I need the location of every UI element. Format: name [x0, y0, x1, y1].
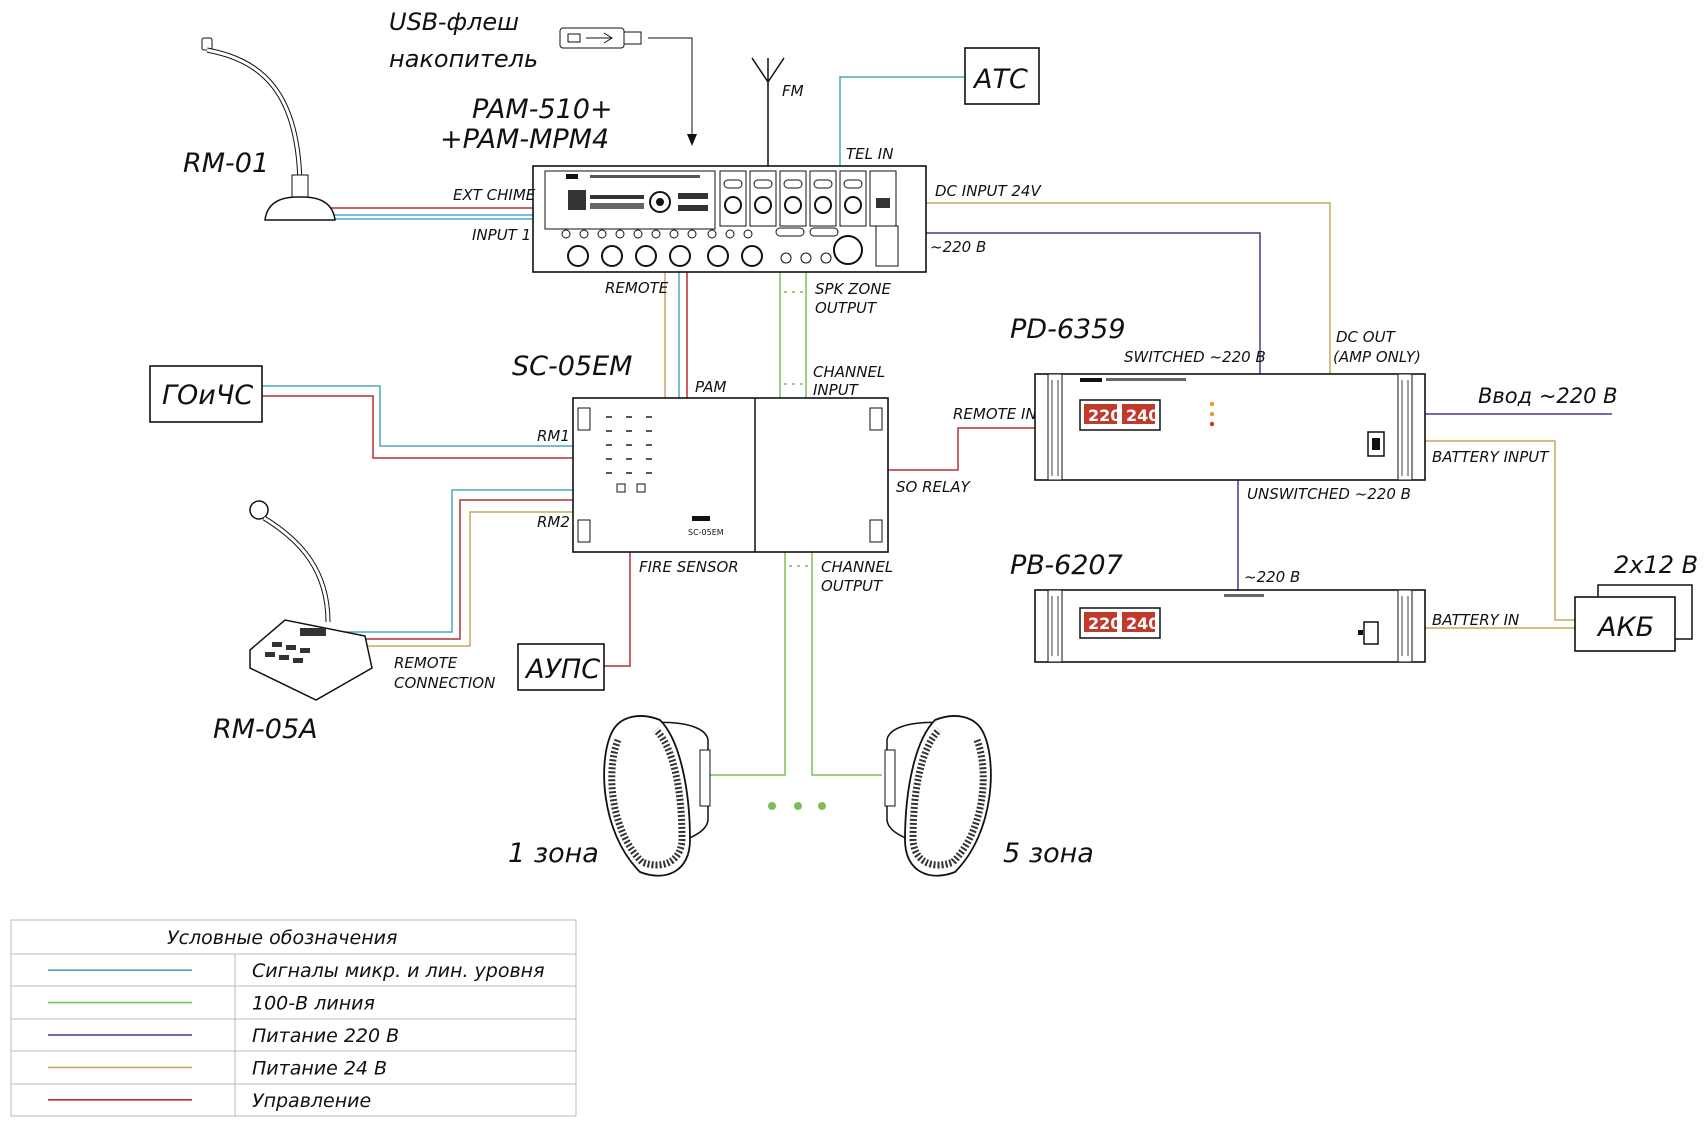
pd-6359-power-unit — [1034, 373, 1426, 481]
aups-label: АУПС — [524, 654, 600, 685]
port-pam: PAM — [695, 378, 727, 396]
sc05em-plate: SC-05EM — [688, 528, 724, 537]
port-ext-chime: EXT CHIME — [453, 186, 536, 204]
rm05a-label: RM-05A — [213, 714, 318, 745]
akb-battery-box — [1574, 584, 1693, 652]
legend-label: Управление — [252, 1090, 371, 1112]
usb-arrow — [648, 37, 693, 140]
port-input1: INPUT 1 — [472, 226, 531, 244]
legend-rows: Сигналы микр. и лин. уровня 100-В линияПи… — [48, 960, 545, 1112]
fm-antenna-icon — [751, 57, 785, 166]
akb-label: АКБ — [1596, 612, 1654, 643]
legend-title: Условные обозначения — [167, 927, 397, 949]
speaker-zone5-icon — [884, 715, 992, 877]
port-channel-in-1: CHANNEL — [813, 363, 885, 381]
wire-fire — [604, 552, 631, 667]
legend-label: 100-В линия — [252, 993, 375, 1015]
port-tel-in: TEL IN — [846, 145, 893, 163]
usb-label-1: USB-флеш — [389, 8, 519, 36]
port-remote-conn-2: CONNECTION — [394, 674, 495, 692]
pam-label-1: PAM-510+ — [472, 94, 613, 125]
ats-box — [964, 47, 1040, 105]
wire-goichs-ctl — [262, 395, 573, 459]
wire-so-relay — [888, 427, 1035, 471]
rm01-microphone — [201, 37, 336, 221]
pb-display-a: 240 — [1126, 614, 1159, 633]
port-so-relay: SO RELAY — [896, 478, 972, 496]
legend — [10, 919, 577, 1117]
wires — [262, 37, 1612, 776]
port-switched: SWITCHED ~220 В — [1124, 348, 1266, 366]
port-dc-input: DC INPUT 24V — [935, 182, 1042, 200]
wire-rm05-ctl — [348, 499, 573, 640]
wire-ch-out-1 — [708, 552, 786, 776]
port-ac220-pam: ~220 В — [930, 238, 986, 256]
wire-ats-tel — [839, 76, 965, 166]
aups-box — [517, 643, 605, 691]
port-channel-out-1: CHANNEL — [821, 558, 893, 576]
akb-qty-label: 2x12 В — [1614, 551, 1698, 579]
pd-display-a: 240 — [1126, 406, 1159, 425]
wire-220-pam — [926, 232, 1261, 374]
legend-label: Питание 24 В — [252, 1057, 387, 1079]
port-remote: REMOTE — [605, 279, 669, 297]
port-rm2: RM2 — [537, 513, 570, 531]
speaker-ellipsis — [768, 802, 826, 810]
wire-rm05-pwr — [356, 511, 573, 647]
port-battery-input: BATTERY INPUT — [1432, 448, 1550, 466]
port-ac220-pb: ~220 В — [1244, 568, 1300, 586]
usb-arrow-head — [687, 134, 697, 146]
port-spk-zone-2: OUTPUT — [815, 299, 878, 317]
legend-label: Питание 220 В — [252, 1025, 399, 1047]
pb-6207-battery-charger — [1034, 589, 1426, 663]
port-remote-conn-1: REMOTE — [394, 654, 458, 672]
pam-label-2: +PAM-MPM4 — [440, 124, 609, 155]
wire-rm05-sig — [340, 489, 573, 633]
port-channel-in-2: INPUT — [813, 381, 860, 399]
pb6207-label: PB-6207 — [1010, 550, 1123, 581]
port-fire-sensor: FIRE SENSOR — [639, 558, 739, 576]
port-remote-in: REMOTE IN — [953, 405, 1037, 423]
legend-label: Сигналы микр. и лин. уровня — [252, 960, 545, 982]
sc-05em-device — [572, 397, 889, 553]
goichs-label: ГОиЧС — [162, 380, 253, 411]
pd-display-v: 220 — [1088, 406, 1121, 425]
usb-flash-icon — [559, 27, 642, 49]
fm-label: FM — [782, 82, 804, 100]
wire-goichs-sig — [262, 385, 573, 447]
usb-label-2: накопитель — [389, 45, 538, 73]
vvod-label: Ввод ~220 В — [1478, 384, 1618, 408]
port-rm1: RM1 — [537, 427, 570, 445]
pb-display-v: 220 — [1088, 614, 1121, 633]
wire-dc24 — [926, 202, 1331, 374]
port-dc-out-2: (AMP ONLY) — [1333, 348, 1421, 366]
zone5-label: 5 зона — [1003, 838, 1094, 869]
pd6359-label: PD-6359 — [1010, 314, 1126, 345]
rm05a-console — [249, 500, 373, 701]
port-spk-zone-1: SPK ZONE — [815, 280, 891, 298]
zone1-label: 1 зона — [508, 838, 599, 869]
port-dc-out-1: DC OUT — [1336, 328, 1397, 346]
speaker-zone1-icon — [603, 715, 711, 877]
sc05em-label: SC-05EM — [512, 351, 632, 382]
port-battery-in: BATTERY IN — [1432, 611, 1519, 629]
goichs-box — [149, 365, 263, 423]
pam-510-amplifier — [532, 165, 927, 273]
wire-ch-out-2 — [811, 552, 882, 776]
ats-label: АТС — [972, 64, 1028, 95]
port-unswitched: UNSWITCHED ~220 В — [1247, 485, 1411, 503]
wire-battery-input — [1425, 440, 1575, 621]
port-channel-out-2: OUTPUT — [821, 577, 884, 595]
rm01-label: RM-01 — [183, 148, 269, 179]
